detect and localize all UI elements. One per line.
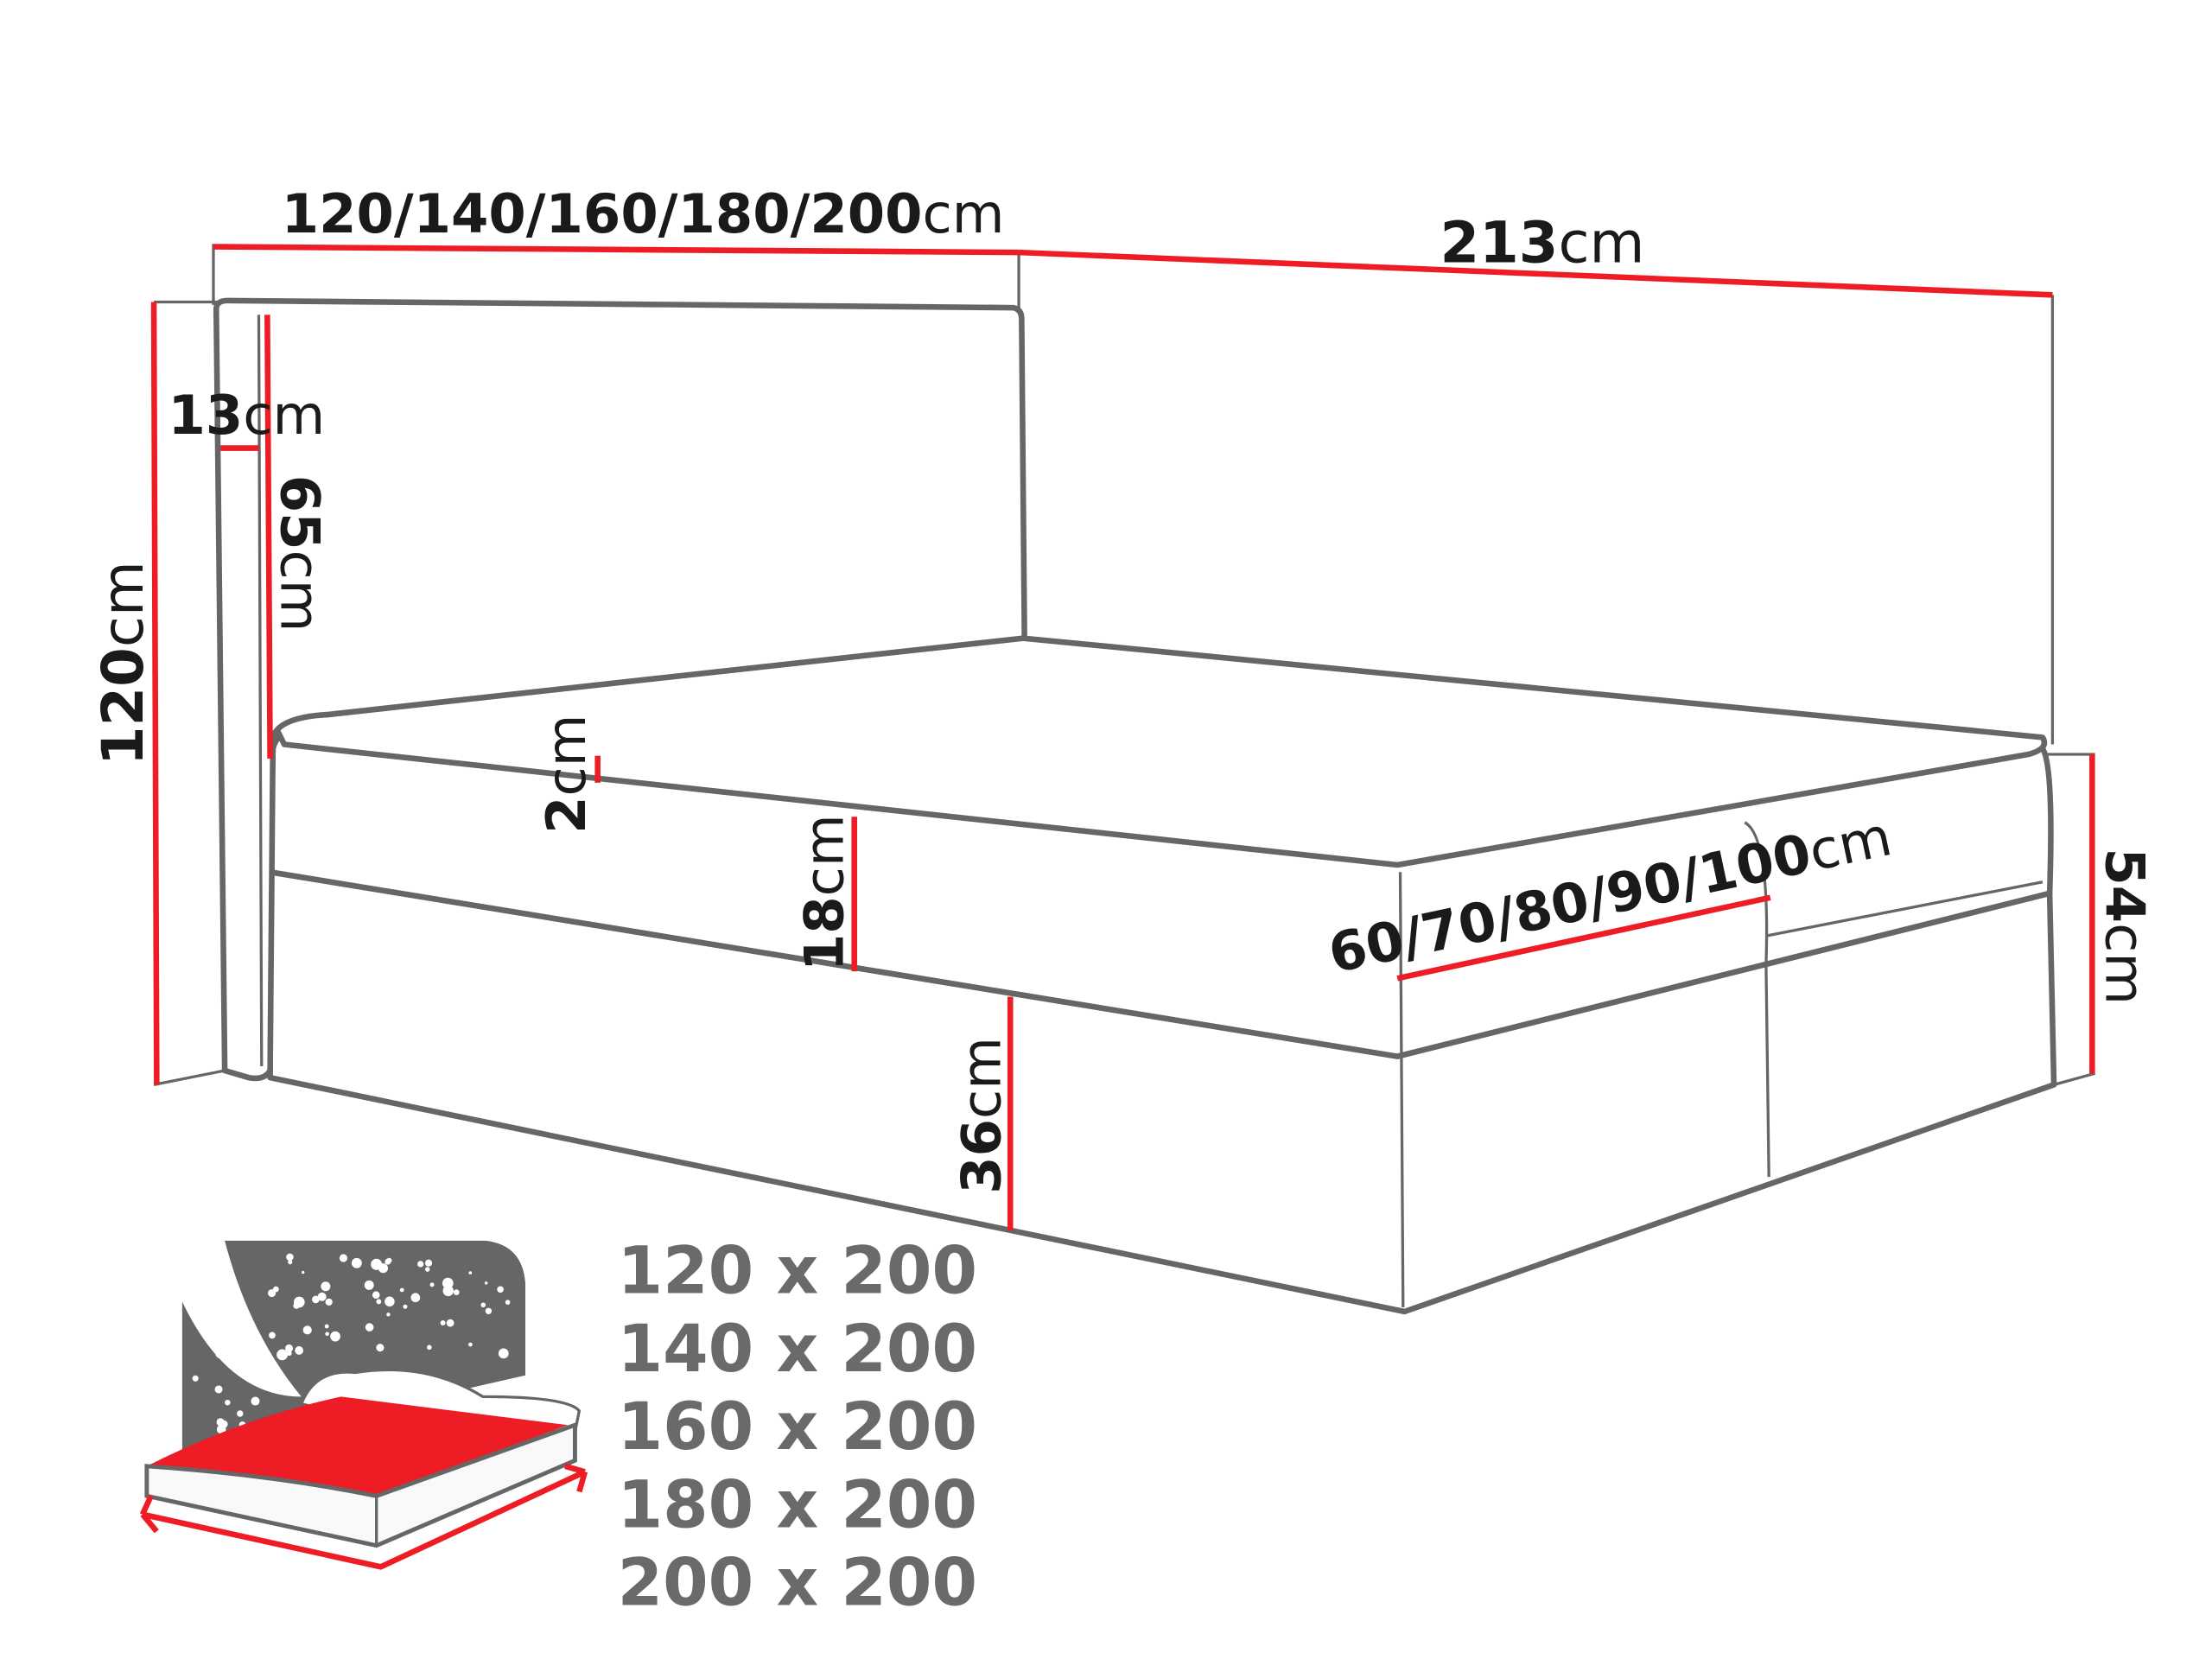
star-icon bbox=[192, 1375, 199, 1382]
star-icon bbox=[385, 1296, 395, 1307]
star-icon bbox=[284, 1344, 294, 1353]
panel-divider bbox=[1744, 821, 1770, 1178]
star-icon bbox=[295, 1346, 304, 1355]
star-icon bbox=[378, 1263, 389, 1274]
star-icon bbox=[442, 1285, 454, 1297]
star-icon bbox=[276, 1349, 289, 1361]
star-icon bbox=[403, 1304, 408, 1309]
star-icon bbox=[325, 1332, 329, 1337]
dimension-lines bbox=[150, 244, 2095, 1231]
bed-with-night-sky-icon bbox=[139, 1240, 588, 1570]
star-icon bbox=[325, 1298, 333, 1306]
bed-drawing bbox=[213, 297, 2057, 1315]
star-icon bbox=[440, 1320, 446, 1325]
star-icon bbox=[417, 1261, 424, 1268]
star-icon bbox=[480, 1302, 486, 1308]
topper-label: 2cm bbox=[535, 715, 598, 834]
star-icon bbox=[497, 1286, 504, 1294]
star-icon bbox=[321, 1281, 331, 1292]
star-icon bbox=[330, 1331, 340, 1342]
mattress-label: 18cm bbox=[793, 814, 856, 971]
star-icon bbox=[351, 1257, 362, 1268]
star-icon bbox=[225, 1399, 231, 1406]
star-icon bbox=[424, 1267, 430, 1272]
star-icon bbox=[372, 1291, 380, 1300]
size-item: 200 x 200 bbox=[618, 1545, 977, 1621]
size-item: 140 x 200 bbox=[618, 1311, 977, 1387]
size-item: 160 x 200 bbox=[618, 1389, 977, 1465]
star-icon bbox=[453, 1289, 460, 1295]
star-icon bbox=[505, 1300, 511, 1305]
star-icon bbox=[498, 1348, 509, 1359]
star-icon bbox=[468, 1271, 473, 1274]
star-icon bbox=[429, 1282, 435, 1287]
star-icon bbox=[287, 1351, 292, 1357]
star-icon bbox=[269, 1332, 276, 1339]
star-icon bbox=[286, 1253, 294, 1262]
star-icon bbox=[427, 1344, 432, 1351]
star-icon bbox=[324, 1324, 329, 1329]
star-icon bbox=[339, 1254, 348, 1262]
star-icon bbox=[484, 1281, 488, 1285]
base-label: 36cm bbox=[950, 1037, 1014, 1194]
star-icon bbox=[268, 1289, 276, 1298]
star-icon bbox=[446, 1319, 454, 1327]
headboard-inner-edge bbox=[257, 315, 264, 1067]
star-icon bbox=[214, 1385, 223, 1394]
headboard-thickness-label: 13cm bbox=[168, 384, 325, 447]
star-icon bbox=[364, 1280, 374, 1290]
star-icon bbox=[385, 1258, 391, 1265]
star-icon bbox=[251, 1396, 260, 1406]
star-icon bbox=[216, 1424, 226, 1434]
total-height-label: 120cm bbox=[91, 561, 156, 766]
width-label: 120/140/160/180/200cm bbox=[282, 182, 1005, 245]
star-icon bbox=[468, 1342, 473, 1347]
star-icon bbox=[302, 1270, 305, 1274]
star-icon bbox=[485, 1307, 493, 1315]
star-icon bbox=[302, 1325, 312, 1335]
star-icon bbox=[424, 1259, 433, 1267]
star-icon bbox=[312, 1295, 320, 1304]
dimension-guides bbox=[153, 244, 2096, 1086]
star-icon bbox=[376, 1299, 382, 1305]
star-icon bbox=[386, 1313, 391, 1317]
star-icon bbox=[215, 1348, 226, 1359]
size-item: 180 x 200 bbox=[618, 1466, 977, 1542]
corner-edge bbox=[1398, 872, 1405, 1308]
length-label: 213cm bbox=[1440, 211, 1644, 276]
star-icon bbox=[317, 1292, 327, 1301]
star-icon bbox=[365, 1323, 374, 1332]
headboard-height-label: 65cm bbox=[269, 475, 332, 632]
star-icon bbox=[237, 1410, 244, 1417]
star-icon bbox=[376, 1344, 385, 1352]
headboard bbox=[213, 297, 1027, 1082]
size-item: 120 x 200 bbox=[618, 1233, 977, 1309]
panel-divider bbox=[1765, 880, 2044, 938]
star-icon bbox=[216, 1418, 225, 1427]
star-icon bbox=[288, 1260, 293, 1265]
bed-height-label: 54cm bbox=[2094, 848, 2157, 1005]
star-icon bbox=[399, 1287, 404, 1293]
size-list: 120 x 200 140 x 200 160 x 200 180 x 200 … bbox=[618, 1233, 977, 1621]
star-icon bbox=[293, 1302, 300, 1309]
star-icon bbox=[410, 1293, 421, 1303]
